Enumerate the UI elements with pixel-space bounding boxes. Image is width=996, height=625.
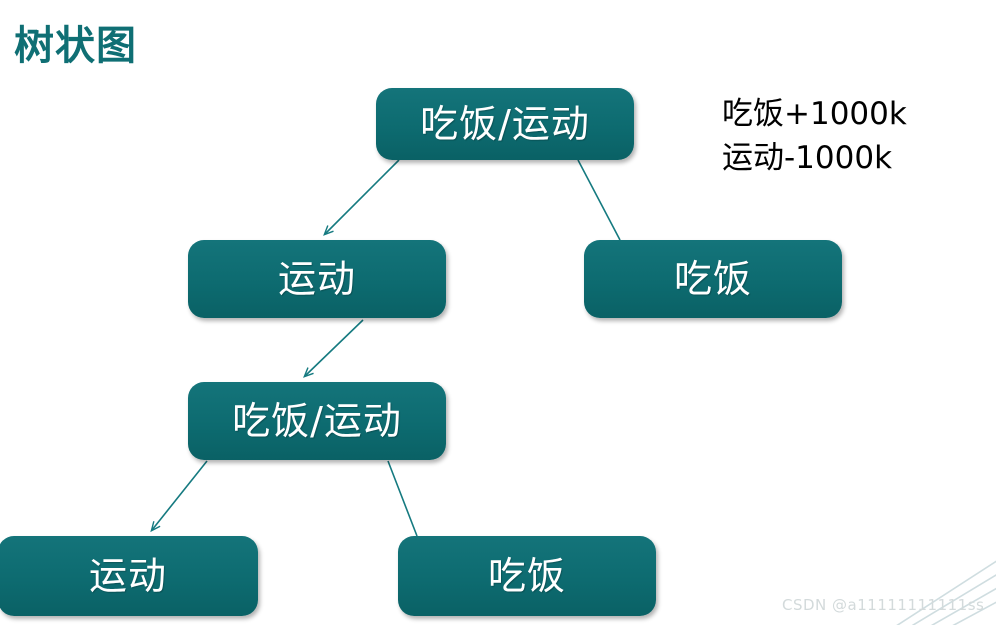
tree-node-l2-right[interactable]: 吃饭	[584, 240, 842, 318]
tree-node-l2-left[interactable]: 运动	[188, 240, 446, 318]
tree-node-root[interactable]: 吃饭/运动	[376, 88, 634, 160]
tree-node-label: 吃饭	[673, 257, 752, 301]
edge-l3-to-l4-right	[387, 460, 418, 537]
tree-node-label: 吃饭/运动	[232, 399, 402, 443]
annotation-line-2: 运动-1000k	[722, 140, 893, 177]
annotation-block: 吃饭+1000k 运动-1000k	[722, 92, 907, 180]
tree-node-label: 运动	[88, 554, 167, 598]
edge-root-to-l2-right	[577, 159, 621, 241]
page-title: 树状图	[14, 23, 137, 69]
edge-root-to-l2-left	[323, 159, 400, 236]
edge-l3-to-l4-left	[150, 460, 208, 533]
tree-node-label: 运动	[277, 257, 356, 301]
tree-node-l4-right[interactable]: 吃饭	[398, 536, 656, 616]
watermark: CSDN @a11111111111ss	[782, 596, 985, 614]
edge-l2-left-to-l3	[303, 319, 364, 378]
tree-node-l4-left[interactable]: 运动	[0, 536, 258, 616]
annotation-line-1: 吃饭+1000k	[722, 96, 907, 132]
tree-node-label: 吃饭	[487, 554, 566, 598]
tree-node-l3[interactable]: 吃饭/运动	[188, 382, 446, 460]
tree-node-label: 吃饭/运动	[420, 102, 590, 146]
